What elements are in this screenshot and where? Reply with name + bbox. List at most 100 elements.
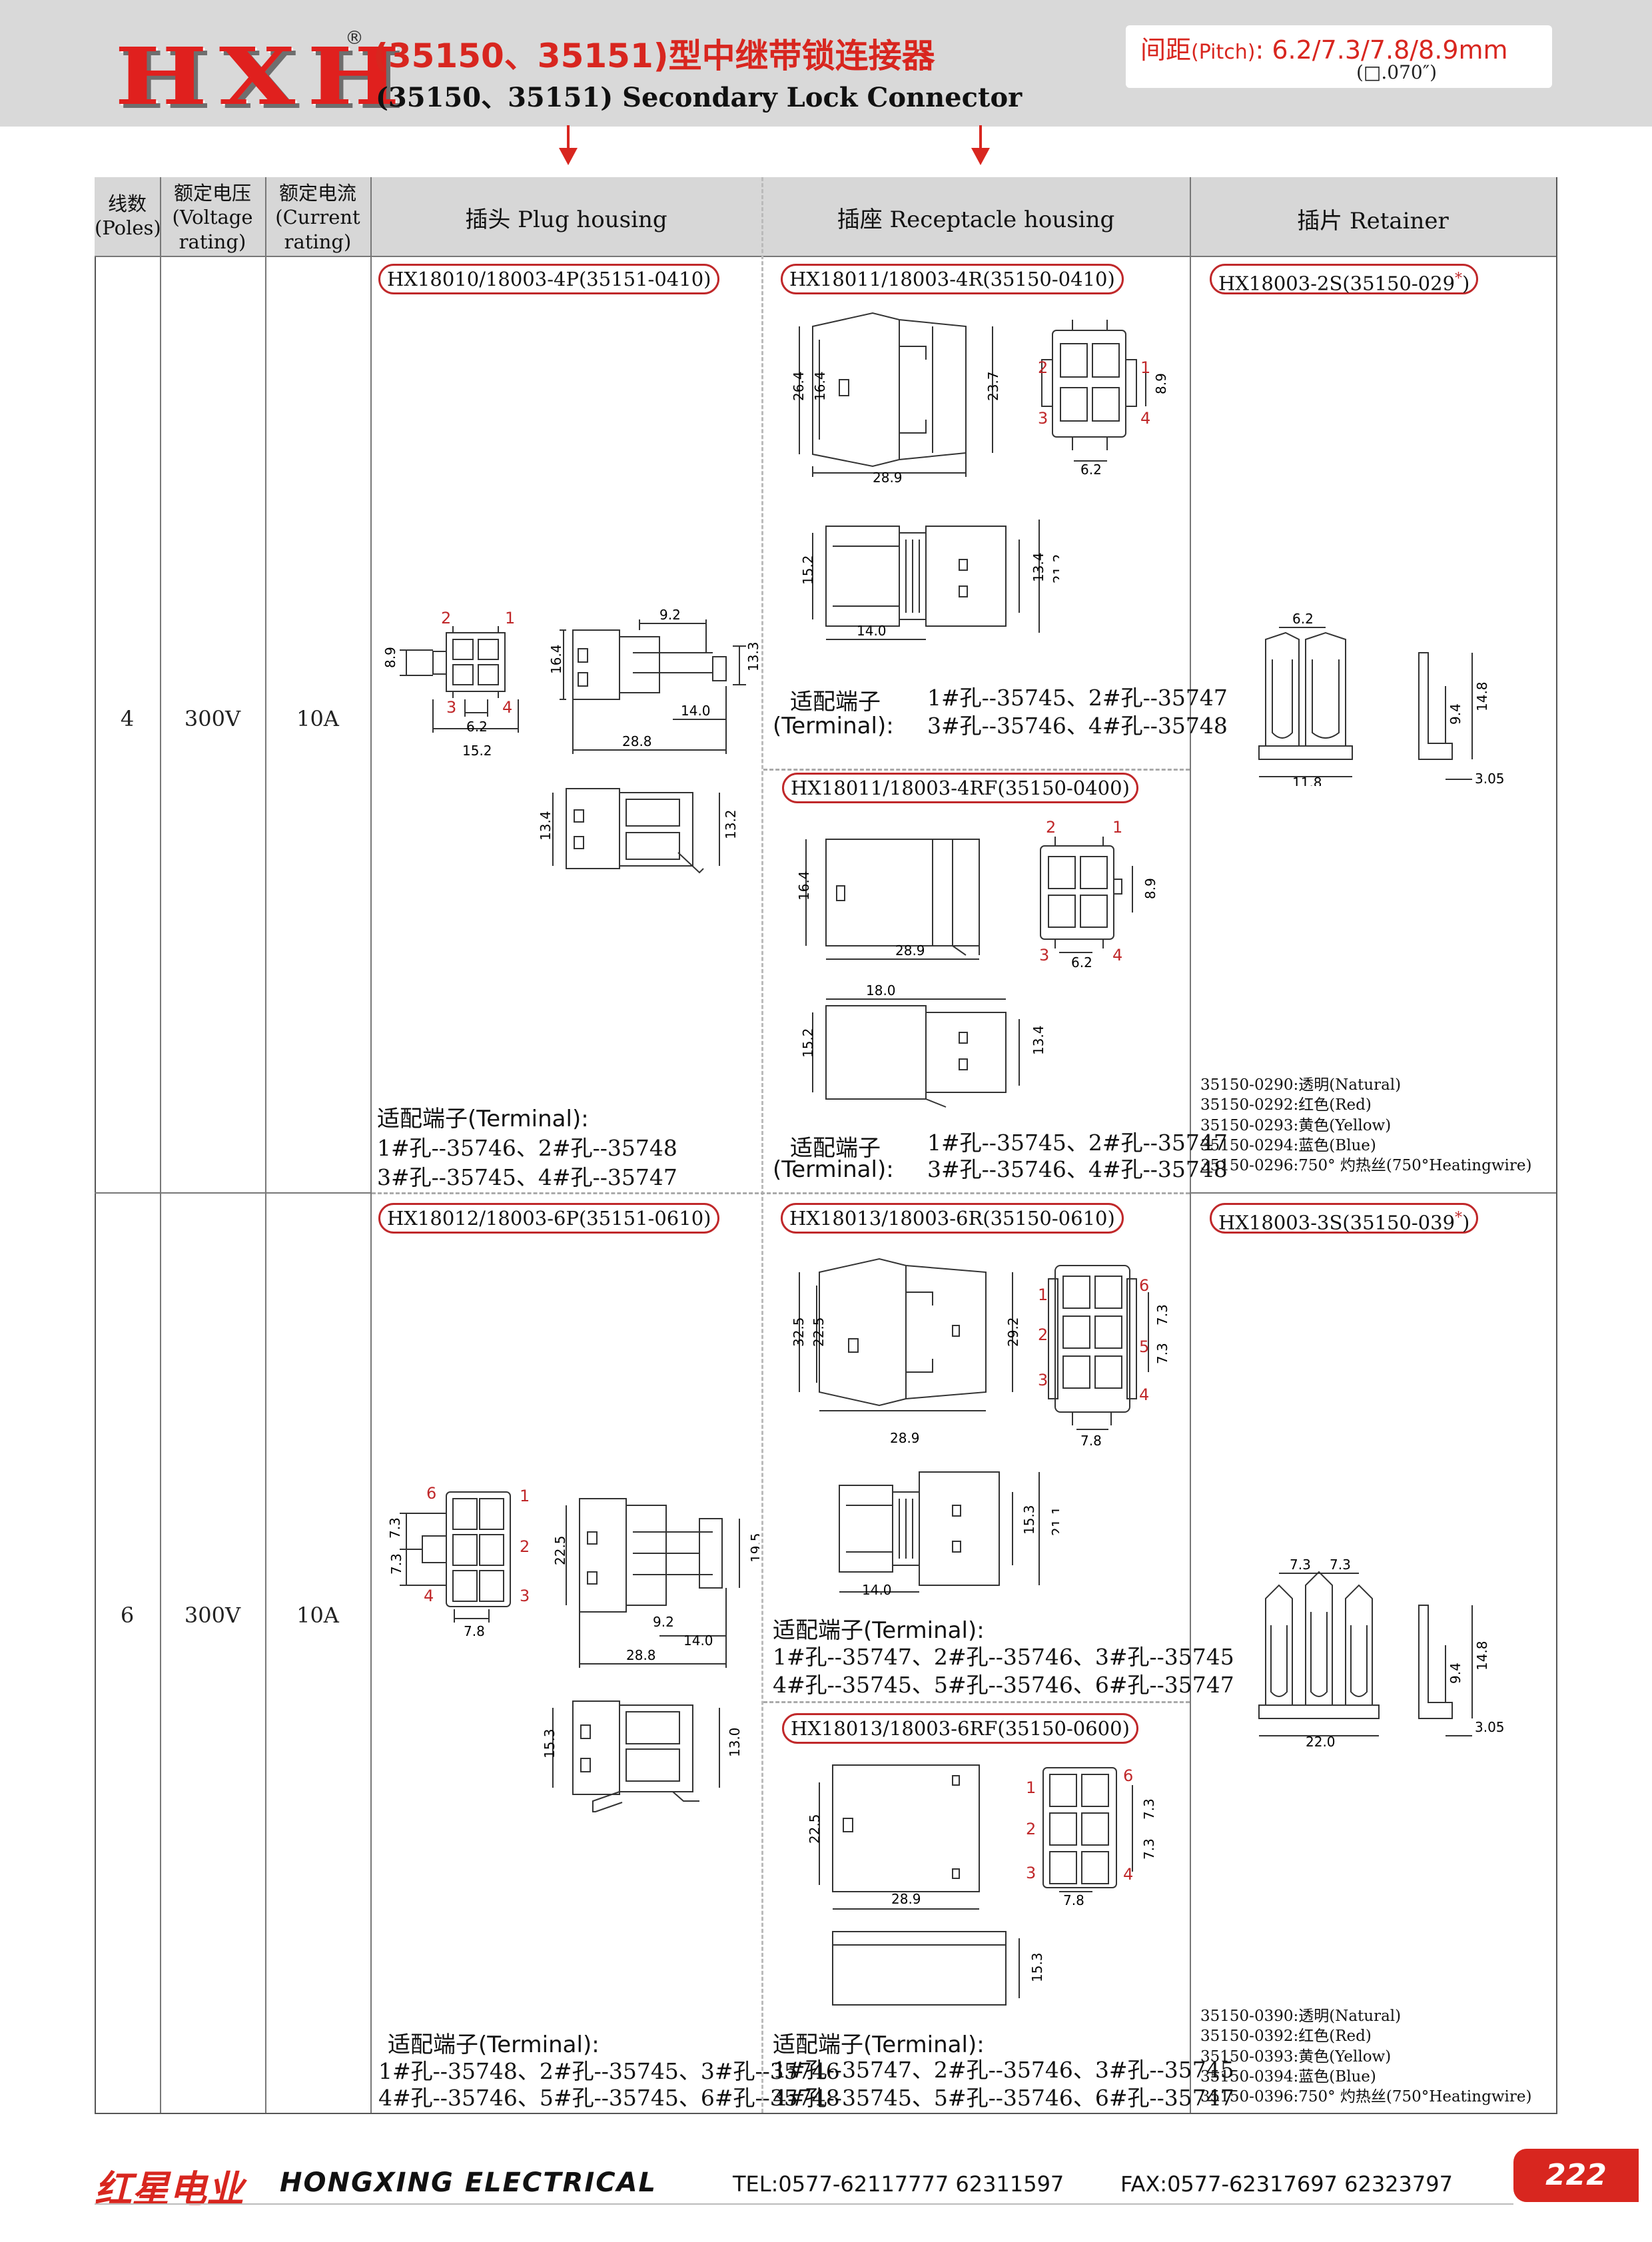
receptacle-terminal-line: 4#孔--35745、5#孔--35746、6#孔--35747	[773, 1672, 1234, 1698]
dim-label: 14.0	[857, 623, 887, 639]
footer-brand-cn: 红星电业	[95, 2168, 244, 2211]
dim-label: 16.4	[548, 644, 564, 674]
receptacle-6r-side-drawing: 32.5 22.5 29.2 28.9 1 2 3 6 5 4 7.3 7.3 …	[791, 1258, 1170, 1449]
receptacle-terminal-label: 适配端子(Terminal):	[773, 1617, 985, 1644]
dim-label: 28.8	[622, 733, 652, 749]
dim-label: 8.9	[1153, 373, 1169, 394]
dim-label: 19.5	[748, 1533, 759, 1563]
col-divider-dashed	[761, 177, 763, 2113]
poles-value: 6	[120, 1603, 135, 1628]
footer-brand-en: HONGXING ELECTRICAL	[280, 2167, 657, 2198]
arrow-down-icon	[971, 125, 990, 165]
receptacle-6rf-side-drawing: 22.5 28.9 1 2 3 6 4 7.3 7.3 7.8	[807, 1764, 1157, 1910]
dim-label: 29.2	[1005, 1317, 1021, 1347]
pin-number: 4	[424, 1587, 434, 1605]
dim-label: 16.4	[812, 371, 828, 401]
dim-label: 13.3	[745, 641, 759, 671]
col-divider	[1190, 177, 1191, 2113]
pin-number: 6	[426, 1484, 436, 1503]
color-option: 35150-0292:红色(Red)	[1200, 1096, 1372, 1114]
dim-label: 28.9	[890, 1430, 920, 1446]
pin-number: 4	[502, 698, 512, 717]
pin-number: 3	[1026, 1864, 1036, 1882]
receptacle-part-number: HX18011/18003-4R(35150-0410)	[781, 264, 1124, 294]
color-option: 35150-0290:透明(Natural)	[1200, 1076, 1402, 1094]
retainer-part-number: HX18003-2S(35150-029*)	[1210, 264, 1479, 295]
dim-label: 6.2	[1071, 954, 1092, 970]
dim-label: 21.2	[1050, 554, 1059, 583]
retainer-3s-drawing: 7.3 7.3 9.4 14.8 22.0 3.05	[1258, 1559, 1505, 1750]
dim-label: 7.3	[1290, 1559, 1311, 1573]
page-title-cn: (35150、35151)型中继带锁连接器	[373, 37, 935, 75]
dim-label: 13.4	[538, 811, 554, 841]
dim-label: 15.3	[542, 1728, 558, 1758]
receptacle-4rf-top-drawing: 18.0 15.2 13.4	[800, 982, 1046, 1108]
receptacle-6r-top-drawing: 15.3 21.1 14.0	[839, 1471, 1059, 1598]
dim-label: 6.2	[466, 719, 488, 735]
pin-number: 4	[1123, 1865, 1133, 1884]
dim-label: 7.3	[1141, 1838, 1157, 1860]
dim-label: 15.2	[800, 555, 816, 585]
dim-label: 28.9	[891, 1891, 921, 1907]
receptacle-f-terminal-line: 3#孔--35746、4#孔--35748	[927, 1156, 1228, 1182]
voltage-value: 300V	[184, 1603, 241, 1628]
receptacle-terminal-label: (Terminal):	[773, 713, 894, 739]
dim-label: 7.3	[1141, 1798, 1157, 1820]
receptacle-f-part-number: HX18011/18003-4RF(35150-0400)	[782, 773, 1138, 803]
current-value: 10A	[296, 1603, 339, 1628]
plug-terminal-line: 1#孔--35748、2#孔--35745、3#孔--35746	[378, 2058, 840, 2084]
receptacle-terminal-line: 1#孔--35747、2#孔--35746、3#孔--35745	[773, 1644, 1234, 1670]
header-voltage: 额定电压 (Voltage rating)	[172, 182, 253, 253]
dim-label: 14.0	[681, 703, 711, 719]
plug-4p-top-drawing: 13.4 13.2	[538, 788, 739, 874]
plug-6p-front-drawing: 7.3 7.3 7.8 6 1 2 4 3 22.5 19.5 9.2 14.0…	[387, 1484, 759, 1668]
pin-number: 6	[1139, 1276, 1149, 1295]
pin-number: 1	[1140, 358, 1150, 377]
receptacle-4r-top-drawing: 15.2 13.4 21.2 14.0	[800, 520, 1059, 640]
pin-number: 1	[1026, 1778, 1036, 1797]
dim-label: 11.8	[1292, 775, 1322, 786]
table-header-row	[95, 177, 1556, 257]
pin-number: 2	[520, 1537, 530, 1556]
dim-label: 13.4	[1031, 552, 1046, 582]
plug-terminal-line: 1#孔--35746、2#孔--35748	[377, 1135, 677, 1161]
pin-number: 6	[1123, 1766, 1133, 1785]
pin-number: 1	[505, 609, 515, 627]
plug-terminal-label: 适配端子(Terminal):	[377, 1106, 589, 1132]
color-option: 35150-0393:黄色(Yellow)	[1200, 2048, 1392, 2065]
receptacle-f-terminal-label: (Terminal):	[773, 1156, 894, 1183]
dim-label: 7.8	[1080, 1433, 1102, 1449]
receptacle-terminal-label: 适配端子	[790, 689, 881, 715]
col-divider	[265, 177, 266, 2113]
color-option: 35150-0392:红色(Red)	[1200, 2028, 1372, 2046]
row-divider	[95, 1192, 372, 1194]
footer-tel: TEL:0577-62117777 62311597	[733, 2171, 1064, 2197]
pin-number: 3	[446, 698, 456, 717]
pin-number: 4	[1139, 1385, 1149, 1404]
header-receptacle: 插座 Receptacle housing	[837, 206, 1115, 233]
receptacle-f-terminal-label: 适配端子	[790, 1135, 881, 1162]
receptacle-terminal-line: 3#孔--35746、4#孔--35748	[927, 713, 1228, 739]
brand-logo: HXH	[115, 30, 412, 123]
dim-label: 7.3	[387, 1517, 403, 1539]
pitch-box	[1126, 25, 1552, 88]
pin-number: 1	[520, 1487, 530, 1505]
pitch-label: 间距(Pitch): 6.2/7.3/7.8/8.9mm	[1140, 35, 1508, 65]
registered-mark: ®	[345, 27, 364, 49]
dim-label: 9.4	[1447, 703, 1463, 725]
pin-number: 3	[520, 1587, 530, 1605]
header-poles: 线数 (Poles)	[95, 192, 161, 240]
dim-label: 22.5	[807, 1814, 823, 1844]
color-option: 35150-0294:蓝色(Blue)	[1200, 1137, 1376, 1155]
dim-label: 9.2	[659, 607, 681, 623]
dim-label: 15.3	[1021, 1505, 1037, 1535]
pin-number: 1	[1038, 1286, 1048, 1304]
color-option: 35150-0296:750° 灼热丝(750°Heatingwire)	[1200, 1157, 1532, 1175]
pin-number: 3	[1038, 1371, 1048, 1389]
header-retainer: 插片 Retainer	[1297, 208, 1449, 234]
dim-label: 16.4	[796, 871, 812, 901]
dim-label: 7.8	[1063, 1892, 1084, 1908]
plug-part-number: HX18010/18003-4P(35151-0410)	[378, 264, 720, 294]
pin-number: 2	[1038, 1325, 1048, 1344]
dim-label: 6.2	[1080, 462, 1102, 478]
